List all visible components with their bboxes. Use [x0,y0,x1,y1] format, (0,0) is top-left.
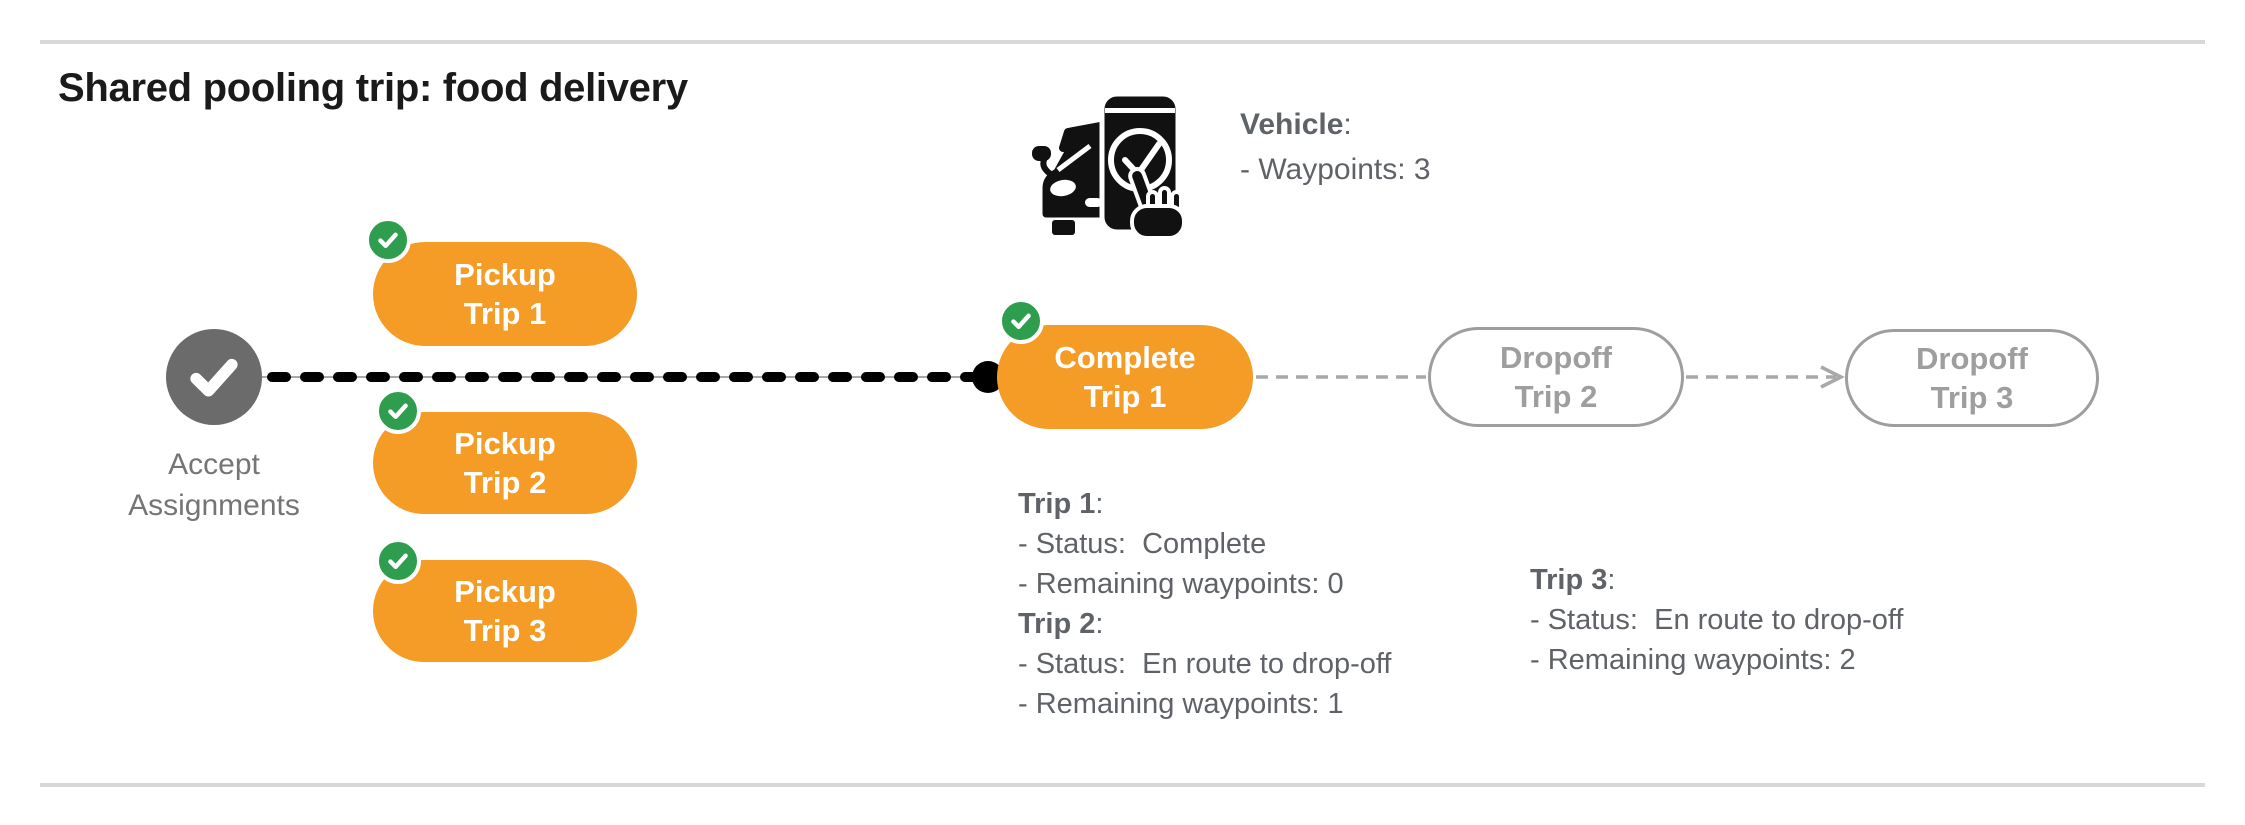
node-label: Dropoff Trip 3 [1916,341,2028,415]
trip-details-3: Trip 3: - Status: En route to drop-off -… [1530,560,1903,680]
node-pickup-trip3: Pickup Trip 3 [373,560,637,662]
trip3-heading: Trip 3: [1530,564,1616,596]
trip2-heading: Trip 2: [1018,608,1104,640]
check-badge-icon [375,388,421,434]
node-accept-assignments [166,329,262,425]
car-phone-check-icon [1032,91,1186,238]
node-pickup-trip2: Pickup Trip 2 [373,412,637,514]
trip2-waypoints: - Remaining waypoints: 1 [1018,688,1344,720]
trip1-heading: Trip 1: [1018,488,1104,520]
arrowhead-icon [1820,365,1845,389]
node-complete-trip1: Complete Trip 1 [997,325,1253,429]
check-badge-icon [375,538,421,584]
top-divider [40,40,2205,44]
node-label: Pickup Trip 3 [454,574,556,648]
check-icon [190,358,238,397]
trip3-waypoints: - Remaining waypoints: 2 [1530,644,1856,676]
node-pickup-trip1: Pickup Trip 1 [373,242,637,346]
trip1-waypoints: - Remaining waypoints: 0 [1018,568,1344,600]
vehicle-heading: Vehicle: [1240,108,1352,141]
bottom-divider [40,783,2205,787]
node-label: Complete Trip 1 [1054,340,1196,414]
node-label: Pickup Trip 1 [454,257,556,331]
trip2-status: - Status: En route to drop-off [1018,648,1392,680]
page-title: Shared pooling trip: food delivery [58,66,688,110]
accept-assignments-caption: Accept Assignments [128,448,300,522]
node-dropoff-trip2: Dropoff Trip 2 [1428,327,1684,427]
check-badge-icon [365,217,411,263]
vehicle-info: Vehicle: - Waypoints: 3 [1240,102,1431,192]
trip3-status: - Status: En route to drop-off [1530,604,1904,636]
node-dropoff-trip3: Dropoff Trip 3 [1845,329,2099,427]
node-label: Dropoff Trip 2 [1500,340,1612,414]
trip-details-1-2: Trip 1: - Status: Complete - Remaining w… [1018,484,1391,724]
trip1-status: - Status: Complete [1018,528,1267,560]
node-label: Pickup Trip 2 [454,426,556,500]
vehicle-waypoints: - Waypoints: 3 [1240,153,1431,186]
check-badge-icon [998,298,1044,344]
